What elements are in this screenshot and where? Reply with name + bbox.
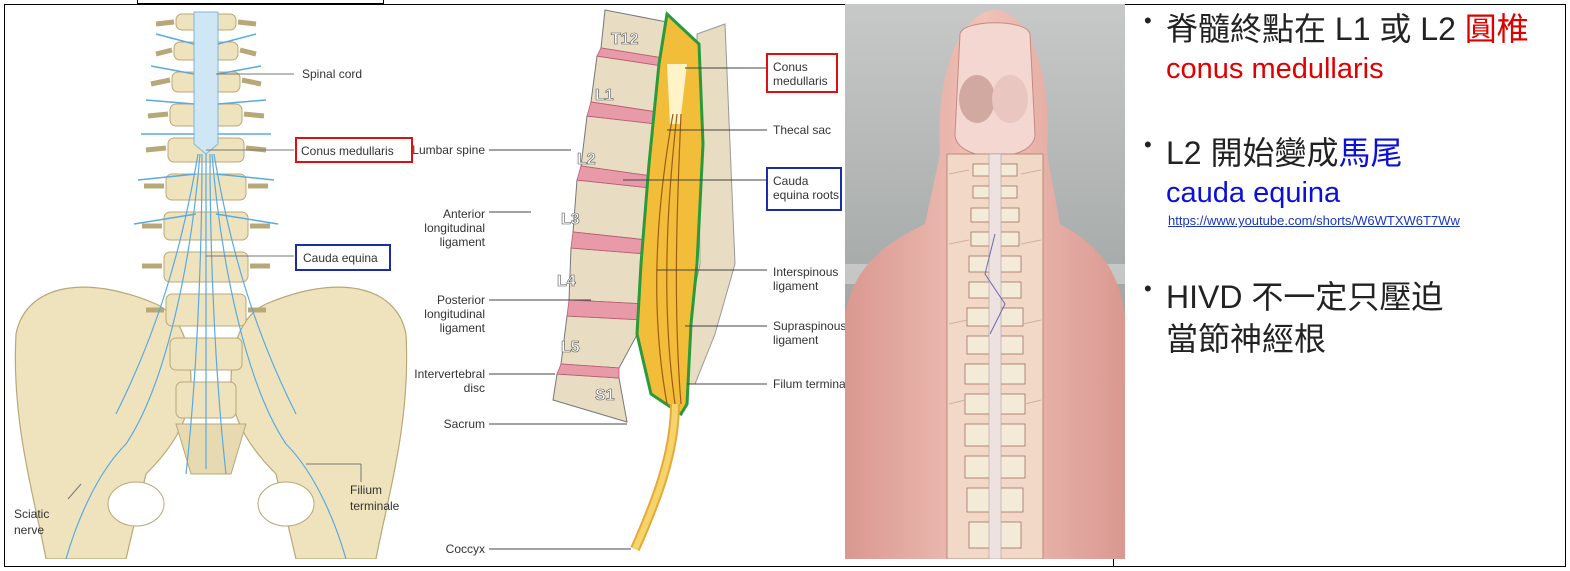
lumbar-spine-illustration: T12 L1 L2 L3 L4 L5 S1 Lumbar spine Anter… [412, 9, 845, 556]
bullet-dot: • [1144, 8, 1152, 33]
label-conus-r2: medullaris [773, 74, 828, 88]
label-disc-1: Intervertebral [414, 367, 485, 381]
bullet-conus: • 脊髓終點在 L1 或 L2 圓椎 conus medullaris [1140, 8, 1560, 88]
figure-spinal-cord: Spinal cord Conus medullaris Cauda equin… [6, 4, 420, 559]
segment-t12: T12 [611, 31, 639, 48]
cauda-box-2 [766, 167, 842, 211]
bullet-conus-latin: conus medullaris [1166, 53, 1384, 85]
label-supraspinous-1: Supraspinous [773, 319, 845, 333]
label-coccyx: Coccyx [446, 542, 485, 556]
label-disc-2: disc [464, 381, 485, 395]
segment-l5: L5 [561, 339, 580, 356]
label-sciatic-2: nerve [14, 523, 44, 537]
label-spinal-cord: Spinal cord [302, 67, 362, 81]
segment-l1: L1 [595, 87, 614, 104]
slide-frame [4, 4, 1566, 567]
label-conus-r1: Conus [773, 60, 808, 74]
bullet-cauda-text: L2 開始變成 [1166, 135, 1339, 171]
segment-l2: L2 [577, 151, 596, 168]
label-filum: Filum terminale [773, 377, 845, 391]
bullet-cauda-highlight: 馬尾 [1338, 135, 1403, 171]
bullet-conus-text: 脊髓終點在 L1 或 L2 [1166, 11, 1465, 47]
label-cauda: Cauda equina [303, 251, 378, 265]
segment-l4: L4 [557, 273, 576, 290]
bullet-cauda-latin: cauda equina [1166, 177, 1341, 209]
bullet-hivd-line1: HIVD 不一定只壓迫 [1166, 279, 1444, 315]
label-posterior-3: ligament [440, 321, 486, 335]
notes-panel: • 脊髓終點在 L1 或 L2 圓椎 conus medullaris • L2… [1140, 8, 1560, 360]
youtube-link[interactable]: https://www.youtube.com/shorts/W6WTXW6T7… [1168, 213, 1460, 228]
segment-l3: L3 [561, 211, 580, 228]
label-supraspinous-2: ligament [773, 333, 819, 347]
label-interspinous-2: ligament [773, 279, 819, 293]
label-sacrum: Sacrum [444, 417, 485, 431]
conus-box-2 [766, 53, 838, 93]
conus-box [295, 137, 413, 163]
anatomy-model-photo [845, 4, 1125, 559]
bullet-conus-line1: 脊髓終點在 L1 或 L2 圓椎 [1166, 8, 1560, 50]
label-posterior-1: Posterior [437, 293, 485, 307]
figure-lumbar-spine: T12 L1 L2 L3 L4 L5 S1 Lumbar spine Anter… [405, 4, 845, 559]
label-filium-2: terminale [350, 499, 400, 513]
label-posterior-2: longitudinal [424, 307, 485, 321]
label-cauda-r1: Cauda [773, 174, 809, 188]
bullet-hivd-line2: 當節神經根 [1166, 321, 1327, 357]
label-cauda-r2: equina roots [773, 188, 839, 202]
label-conus: Conus medullaris [301, 144, 394, 158]
label-filium-1: Filium [350, 483, 382, 497]
caption-box [137, 0, 384, 4]
bullet-cauda-line1: L2 開始變成馬尾 [1166, 132, 1560, 174]
bullet-dot: • [1144, 276, 1152, 301]
segment-s1: S1 [595, 387, 615, 404]
label-sciatic-1: Sciatic [14, 507, 49, 521]
bullet-dot: • [1144, 132, 1152, 157]
divider [1113, 559, 1114, 567]
spinal-cord-illustration: Spinal cord Conus medullaris Cauda equin… [14, 11, 413, 559]
bullet-cauda: • L2 開始變成馬尾 cauda equina https://www.you… [1140, 132, 1560, 230]
label-anterior-2: longitudinal [424, 221, 485, 235]
label-interspinous-1: Interspinous [773, 265, 838, 279]
label-thecal: Thecal sac [773, 123, 831, 137]
bullet-hivd: • HIVD 不一定只壓迫 當節神經根 [1140, 276, 1560, 360]
figure-anatomy-model-photo [845, 4, 1125, 559]
label-anterior-1: Anterior [443, 207, 485, 221]
bullet-conus-highlight: 圓椎 [1464, 11, 1529, 47]
label-anterior-3: ligament [440, 235, 486, 249]
cauda-box [295, 244, 391, 271]
label-lumbar-spine: Lumbar spine [412, 143, 485, 157]
